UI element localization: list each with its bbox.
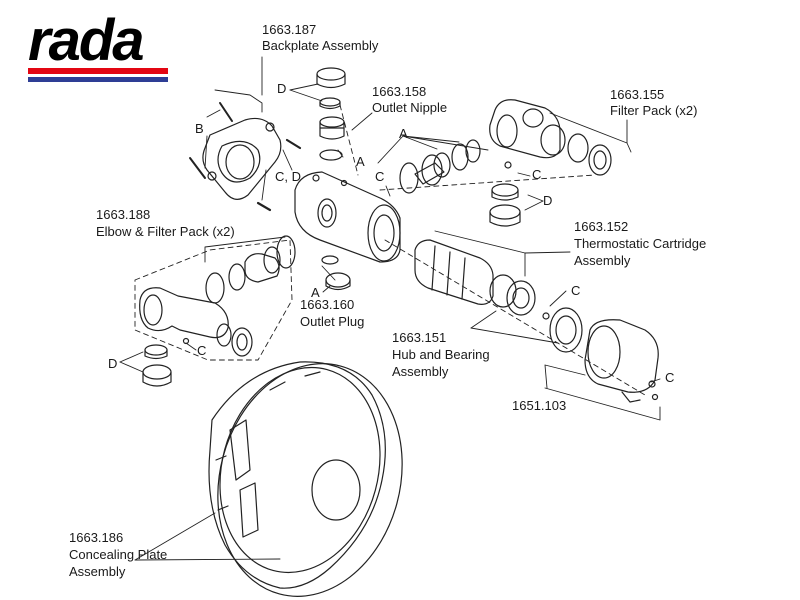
- callout-c-hub: C: [571, 283, 581, 298]
- elbow-filter-part: [139, 235, 296, 357]
- callout-c-knob: C: [665, 370, 675, 385]
- control-knob-part: [584, 319, 659, 403]
- callout-d-right: D: [543, 193, 553, 208]
- hub-name-line1: Hub and Bearing: [392, 347, 490, 362]
- hub-name-line2: Assembly: [392, 364, 449, 379]
- callout-c-filter: C: [532, 167, 542, 182]
- elbow-name: Elbow & Filter Pack (x2): [96, 224, 235, 239]
- outlet-plug-code: 1663.160: [300, 297, 355, 312]
- plate-name-line1: Concealing Plate: [69, 547, 168, 562]
- outlet-plug-part: [321, 255, 351, 291]
- logo-wordmark: rada: [28, 8, 145, 73]
- cartridge-code: 1663.152: [574, 219, 629, 234]
- filter-pack-part: [489, 99, 612, 176]
- callout-c-body: C: [375, 169, 385, 184]
- cartridge-name-line2: Assembly: [574, 253, 631, 268]
- backplate-code: 1663.187: [262, 22, 317, 37]
- callout-d-top: D: [277, 81, 287, 96]
- callout-a-nipple: A: [356, 154, 365, 169]
- hub-code: 1663.151: [392, 330, 447, 345]
- thermostatic-cartridge-part: [414, 239, 536, 316]
- valve-body-part: [294, 171, 401, 263]
- callout-b: B: [195, 121, 204, 136]
- outlet-nipple-part: [316, 67, 346, 161]
- backplate-name: Backplate Assembly: [262, 38, 379, 53]
- d-caps-right: [489, 183, 521, 227]
- logo-red-stripe: [28, 68, 168, 74]
- callout-a-plug: A: [311, 285, 320, 300]
- elbow-group-outline: [134, 239, 293, 361]
- filter-pack-name: Filter Pack (x2): [610, 103, 698, 118]
- callout-c-d: C, D: [275, 169, 301, 184]
- callout-a-seals: A: [399, 126, 408, 141]
- filter-seals-part: [399, 139, 481, 194]
- d-caps-left: [142, 344, 172, 387]
- plate-name-line2: Assembly: [69, 564, 126, 579]
- callout-d-left: D: [108, 356, 118, 371]
- backplate-part: [189, 102, 302, 212]
- knob-code: 1651.103: [512, 398, 567, 413]
- outlet-nipple-name: Outlet Nipple: [372, 100, 448, 115]
- logo-blue-stripe: [28, 77, 168, 82]
- rada-logo: rada: [28, 12, 178, 93]
- concealing-plate-part: [208, 361, 403, 597]
- outlet-plug-name: Outlet Plug: [300, 314, 365, 329]
- callout-c-elbow: C: [197, 343, 207, 358]
- cartridge-name-line1: Thermostatic Cartridge: [574, 236, 707, 251]
- leader-lines: [119, 56, 661, 561]
- filter-pack-code: 1663.155: [610, 87, 665, 102]
- outlet-nipple-code: 1663.158: [372, 84, 427, 99]
- elbow-code: 1663.188: [96, 207, 151, 222]
- plate-code: 1663.186: [69, 530, 124, 545]
- hub-bearing-part: [542, 307, 583, 353]
